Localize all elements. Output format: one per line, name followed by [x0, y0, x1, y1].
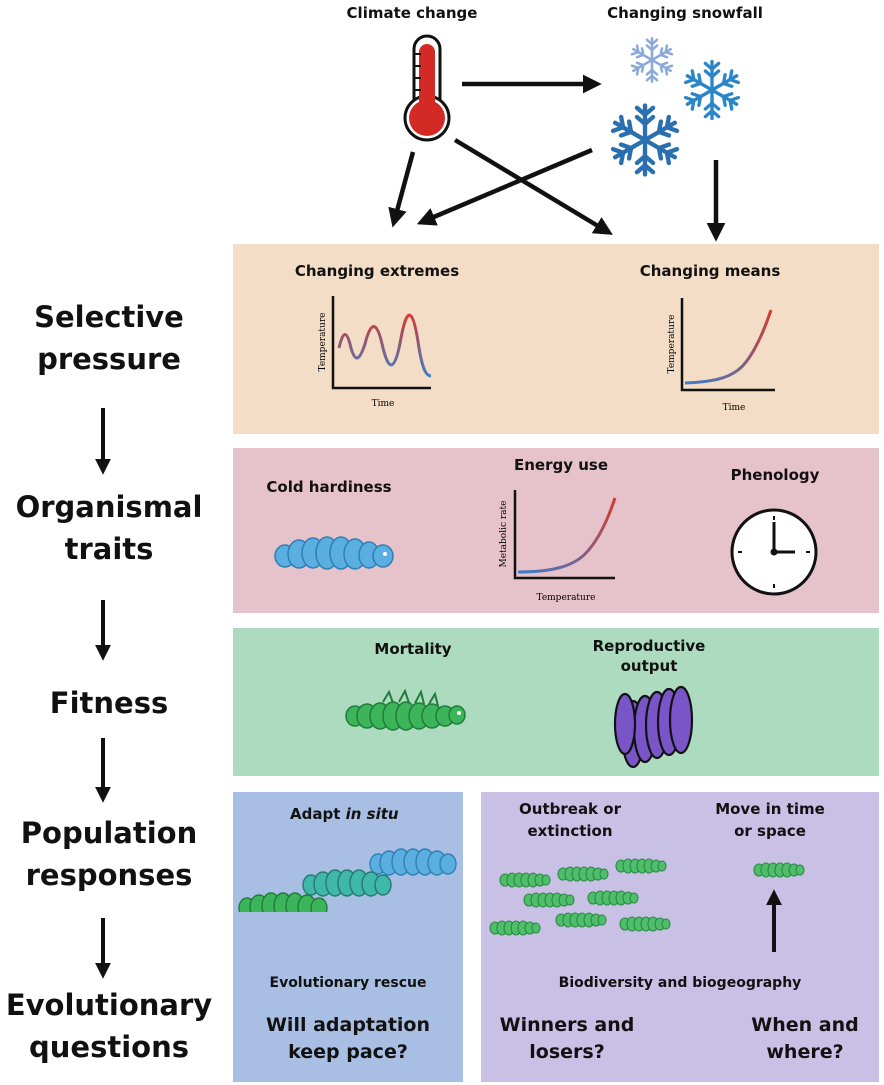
question-adaptation: Will adaptation keep pace?: [233, 1012, 463, 1066]
label-evolutionary: Evolutionary: [5, 988, 213, 1022]
arrow-snow-to-extremes: [416, 147, 593, 226]
fitness-graphics: [345, 685, 694, 769]
label-fitness-text: Fitness: [49, 686, 169, 720]
phenology-title: Phenology: [730, 466, 820, 484]
arrow-climate-to-means: [453, 138, 613, 235]
reproductive-line2: output: [620, 657, 678, 675]
traits-graphics: Metabolic rate Temperature: [274, 490, 818, 603]
egg-mass-icon: [613, 685, 694, 769]
metabolic-chart: Metabolic rate Temperature: [499, 490, 617, 603]
mortality-title: Mortality: [374, 640, 452, 658]
changing-means-title: Changing means: [639, 262, 781, 280]
small-larva-4: [523, 892, 575, 908]
adapt-in-situ-panel: [233, 792, 463, 1082]
left-arrows: [95, 408, 111, 979]
adapt-graphics: [238, 848, 457, 912]
adapt-prefix: Adapt: [290, 805, 346, 823]
climate-change-label: Climate change: [346, 4, 478, 22]
label-fitness: Fitness: [0, 682, 218, 724]
selective-charts: Temperature Time Temperature Time: [318, 296, 775, 413]
extremes-xlabel: Time: [372, 399, 395, 409]
biodiversity-panel: [481, 792, 879, 1082]
label-organismal-traits: Organismal traits: [0, 486, 218, 570]
metabolic-ylabel: Metabolic rate: [499, 501, 509, 568]
label-population-responses: Population responses: [0, 812, 218, 896]
small-larva-6: [489, 920, 541, 936]
adapt-in-situ-title: Adapt in situ: [290, 805, 399, 823]
snowflake-icon-small: [631, 38, 673, 81]
larva-icon-cold: [274, 536, 394, 570]
means-chart: Temperature Time: [667, 298, 775, 413]
biodiversity-label: Biodiversity and biogeography: [558, 975, 802, 991]
label-selective-pressure: Selective pressure: [0, 296, 218, 380]
question-when-where: When and where?: [730, 1012, 880, 1066]
question-when-line1: When and: [751, 1014, 859, 1036]
question-adaptation-line2: keep pace?: [288, 1041, 408, 1063]
arrow-climate-to-extremes: [388, 151, 416, 228]
snowflake-icon-right: [684, 62, 740, 119]
snowflake-icon-large: [611, 106, 679, 175]
label-population: Population: [20, 816, 198, 850]
question-when-line2: where?: [766, 1041, 844, 1063]
thermometer-icon: [403, 34, 451, 142]
larva-icon-adapt-blue: [369, 848, 457, 876]
small-larva-5: [587, 890, 639, 906]
reproductive-line1: Reproductive: [592, 637, 706, 655]
outbreak-line2: extinction: [527, 822, 613, 840]
small-larva-3: [615, 858, 667, 874]
changing-extremes-title: Changing extremes: [294, 262, 460, 280]
means-xlabel: Time: [723, 403, 746, 413]
label-selective: Selective: [34, 300, 184, 334]
extremes-ylabel: Temperature: [318, 313, 328, 372]
larva-icon-adapt-teal: [302, 869, 392, 897]
label-questions: questions: [29, 1030, 189, 1064]
small-larva-2: [557, 866, 609, 882]
small-larva-1: [499, 872, 551, 888]
metabolic-xlabel: Temperature: [537, 593, 596, 603]
extremes-chart: Temperature Time: [318, 296, 432, 409]
question-adaptation-line1: Will adaptation: [265, 1014, 431, 1036]
question-winners-line1: Winners and: [499, 1014, 635, 1036]
question-winners: Winners and losers?: [482, 1012, 652, 1066]
outbreak-line1: Outbreak or: [519, 800, 621, 818]
cold-hardiness-title: Cold hardiness: [266, 478, 392, 496]
energy-use-title: Energy use: [513, 456, 608, 474]
question-winners-line2: losers?: [529, 1041, 605, 1063]
outbreak-extinction-title: Outbreak or extinction: [500, 798, 640, 842]
label-traits: traits: [64, 532, 154, 566]
top-diagram: [388, 34, 884, 242]
changing-snowfall-label: Changing snowfall: [607, 4, 763, 22]
evolutionary-rescue-label: Evolutionary rescue: [269, 975, 427, 991]
larva-icon-adapt-green: [238, 892, 328, 912]
small-larva-7: [555, 912, 607, 928]
label-organismal: Organismal: [15, 490, 203, 524]
label-evolutionary-questions: Evolutionary questions: [0, 984, 218, 1068]
small-larva-move: [753, 862, 805, 878]
larva-icon-mortality: [345, 688, 466, 731]
diversity-graphics: [489, 858, 805, 952]
means-ylabel: Temperature: [667, 315, 677, 374]
label-pressure: pressure: [37, 342, 181, 376]
clock-icon: [730, 508, 818, 596]
move-line1: Move in time: [715, 800, 825, 818]
move-time-space-title: Move in time or space: [700, 798, 840, 842]
reproductive-output-title: Reproductive output: [574, 636, 724, 676]
label-responses: responses: [25, 858, 193, 892]
move-line2: or space: [734, 822, 806, 840]
adapt-italic: in situ: [345, 805, 399, 823]
fitness-panel: [233, 628, 879, 776]
small-larva-8: [619, 916, 671, 932]
